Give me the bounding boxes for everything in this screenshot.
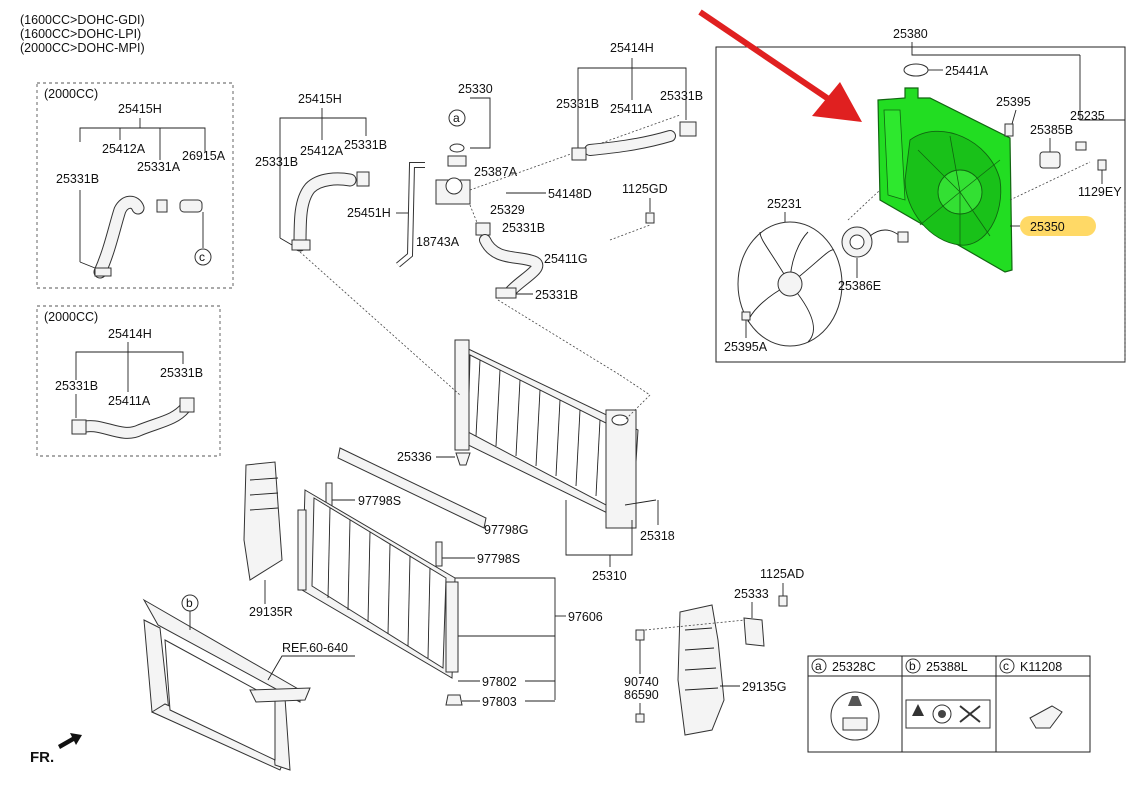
label-25331A: 25331A (137, 160, 181, 174)
engine-note-3: (2000CC>DOHC-MPI) (20, 41, 145, 55)
label-25331B: 25331B (556, 97, 599, 111)
inset-box-2000cc-lower: (2000CC) 25414H 25331B 25331B 25411A (36, 305, 221, 457)
label-ref-60-640: REF.60-640 (282, 641, 348, 655)
box1-title: (2000CC) (44, 87, 98, 101)
inset-box-2000cc-upper: (2000CC) 25415H 25412A 25331A 26915A 253… (36, 82, 234, 289)
label-25231: 25231 (767, 197, 802, 211)
label-25331B: 25331B (255, 155, 298, 169)
label-25386E: 25386E (838, 279, 881, 293)
fan-shroud-25350-highlighted[interactable] (877, 87, 1013, 273)
label-97798G: 97798G (484, 523, 528, 537)
label-25331B: 25331B (160, 366, 203, 380)
box2-title: (2000CC) (44, 310, 98, 324)
label-29135R: 29135R (249, 605, 293, 619)
highlight-arrow (698, 9, 862, 122)
legend-key-b: b (909, 659, 916, 673)
label-1129EY: 1129EY (1078, 185, 1122, 199)
clip-icon (1029, 705, 1063, 729)
label-25414H: 25414H (108, 327, 152, 341)
filler-cap-group: 25330 a 25387A 54148D 25329 18743A (416, 82, 681, 249)
label-97803: 97803 (482, 695, 517, 709)
label-97606: 97606 (568, 610, 603, 624)
upper-hose-group: 25415H 25412A 25331B 25331B 25451H (255, 92, 425, 268)
label-25380: 25380 (893, 27, 928, 41)
callout-b-letter: b (186, 596, 193, 610)
label-25331B: 25331B (502, 221, 545, 235)
label-25441A: 25441A (945, 64, 989, 78)
label-25350: 25350 (1030, 220, 1065, 234)
label-25310: 25310 (592, 569, 627, 583)
label-25395A: 25395A (724, 340, 768, 354)
label-25331B: 25331B (660, 89, 703, 103)
label-1125AD: 1125AD (760, 567, 804, 581)
label-97802: 97802 (482, 675, 517, 689)
label-25336: 25336 (397, 450, 432, 464)
label-97798S: 97798S (477, 552, 520, 566)
label-25414H: 25414H (610, 41, 654, 55)
air-guard-29135R: 29135R (243, 461, 293, 619)
radiator-25310: 25336 25318 25310 (299, 251, 675, 583)
label-25330: 25330 (458, 82, 493, 96)
lower-hose-group: 25331B 25411G 25331B (475, 221, 588, 302)
condenser-group: 97798G 97798S 97798S 97606 97802 97803 (297, 447, 603, 709)
label-25415H: 25415H (298, 92, 342, 106)
label-25395: 25395 (996, 95, 1031, 109)
label-29135G: 29135G (742, 680, 786, 694)
label-25333: 25333 (734, 587, 769, 601)
label-90740: 90740 (624, 675, 659, 689)
highlight-label-pill (1020, 216, 1096, 236)
fr-label: FR. (30, 749, 54, 766)
label-25318: 25318 (640, 529, 675, 543)
callout-c-letter: c (199, 250, 205, 264)
legend-table: a 25328C b 25388L c K11208 (807, 655, 1091, 753)
front-direction-indicator: FR. (30, 733, 82, 766)
fan-blade-25231 (737, 221, 843, 347)
label-18743A: 18743A (416, 235, 460, 249)
label-25411A: 25411A (108, 394, 151, 408)
label-25411A: 25411A (610, 102, 653, 116)
label-25331B: 25331B (535, 288, 578, 302)
label-97798S: 97798S (358, 494, 401, 508)
label-25235: 25235 (1070, 109, 1105, 123)
callout-c (194, 248, 212, 266)
label-25412A: 25412A (300, 144, 344, 158)
front-arrow-icon (58, 733, 82, 749)
legend-part-b: 25388L (926, 660, 968, 674)
label-54148D: 54148D (548, 187, 592, 201)
label-25415H: 25415H (118, 102, 162, 116)
legend-key-a: a (815, 659, 822, 673)
label-25331B: 25331B (344, 138, 387, 152)
top-hose-group: 25414H 25331B 25411A 25331B 1125GD (556, 41, 703, 241)
label-25331B: 25331B (55, 379, 98, 393)
label-25412A: 25412A (102, 142, 146, 156)
air-guard-29135G: 1125AD 25333 29135G 90740 86590 (624, 567, 804, 736)
legend-key-c: c (1003, 659, 1009, 673)
callout-a (448, 109, 466, 127)
engine-note-1: (1600CC>DOHC-GDI) (20, 13, 145, 27)
label-25411G: 25411G (544, 252, 588, 266)
label-25451H: 25451H (347, 206, 391, 220)
callout-a-letter: a (453, 111, 460, 125)
label-25387A: 25387A (474, 165, 518, 179)
label-25331B: 25331B (56, 172, 99, 186)
legend-part-a: 25328C (832, 660, 876, 674)
engine-note-2: (1600CC>DOHC-LPI) (20, 27, 141, 41)
front-end-carrier: b REF.60-640 (142, 594, 355, 771)
label-25329: 25329 (490, 203, 525, 217)
label-26915A: 26915A (182, 149, 226, 163)
fan-assembly-box: 25380 25441A 25395 25235 25385B (715, 27, 1126, 363)
label-86590: 86590 (624, 688, 659, 702)
label-1125GD: 1125GD (622, 182, 668, 196)
label-25385B: 25385B (1030, 123, 1073, 137)
legend-part-c: K11208 (1020, 660, 1062, 674)
